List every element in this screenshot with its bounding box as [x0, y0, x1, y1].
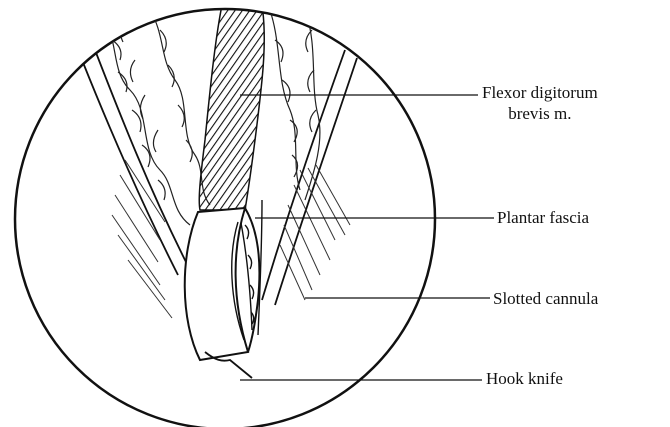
label-hook-knife: Hook knife: [486, 368, 563, 389]
label-plantar-fascia: Plantar fascia: [497, 207, 589, 228]
label-flexor-line1: Flexor digitorum: [482, 82, 598, 103]
label-slotted-cannula: Slotted cannula: [493, 288, 598, 309]
label-flexor-line2: brevis m.: [482, 103, 598, 124]
label-flexor-digitorum-brevis: Flexor digitorum brevis m.: [482, 82, 598, 124]
